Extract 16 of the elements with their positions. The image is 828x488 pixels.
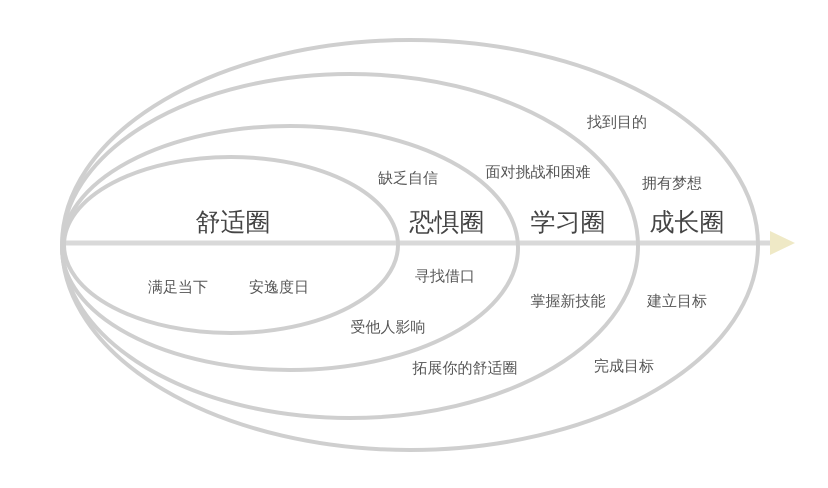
zone-item: 拓展你的舒适圈 — [412, 360, 518, 376]
zone-item: 建立目标 — [647, 292, 707, 310]
zone-item: 安逸度日 — [249, 278, 309, 296]
zone-item: 完成目标 — [594, 358, 654, 374]
zone-item: 满足当下 — [148, 278, 208, 296]
zone-item: 掌握新技能 — [530, 292, 606, 310]
zone-title: 舒适圈 — [196, 208, 270, 236]
zone-item: 缺乏自信 — [378, 170, 438, 186]
zone-title: 恐惧圈 — [410, 208, 484, 236]
zone-item: 面对挑战和困难 — [486, 164, 590, 180]
zone-title: 学习圈 — [530, 208, 606, 236]
zone-item: 找到目的 — [587, 114, 647, 130]
zone-title: 成长圈 — [650, 208, 724, 236]
zone-item: 拥有梦想 — [642, 174, 702, 192]
zone-item: 寻找借口 — [415, 268, 475, 284]
zone-item: 受他人影响 — [350, 318, 426, 336]
